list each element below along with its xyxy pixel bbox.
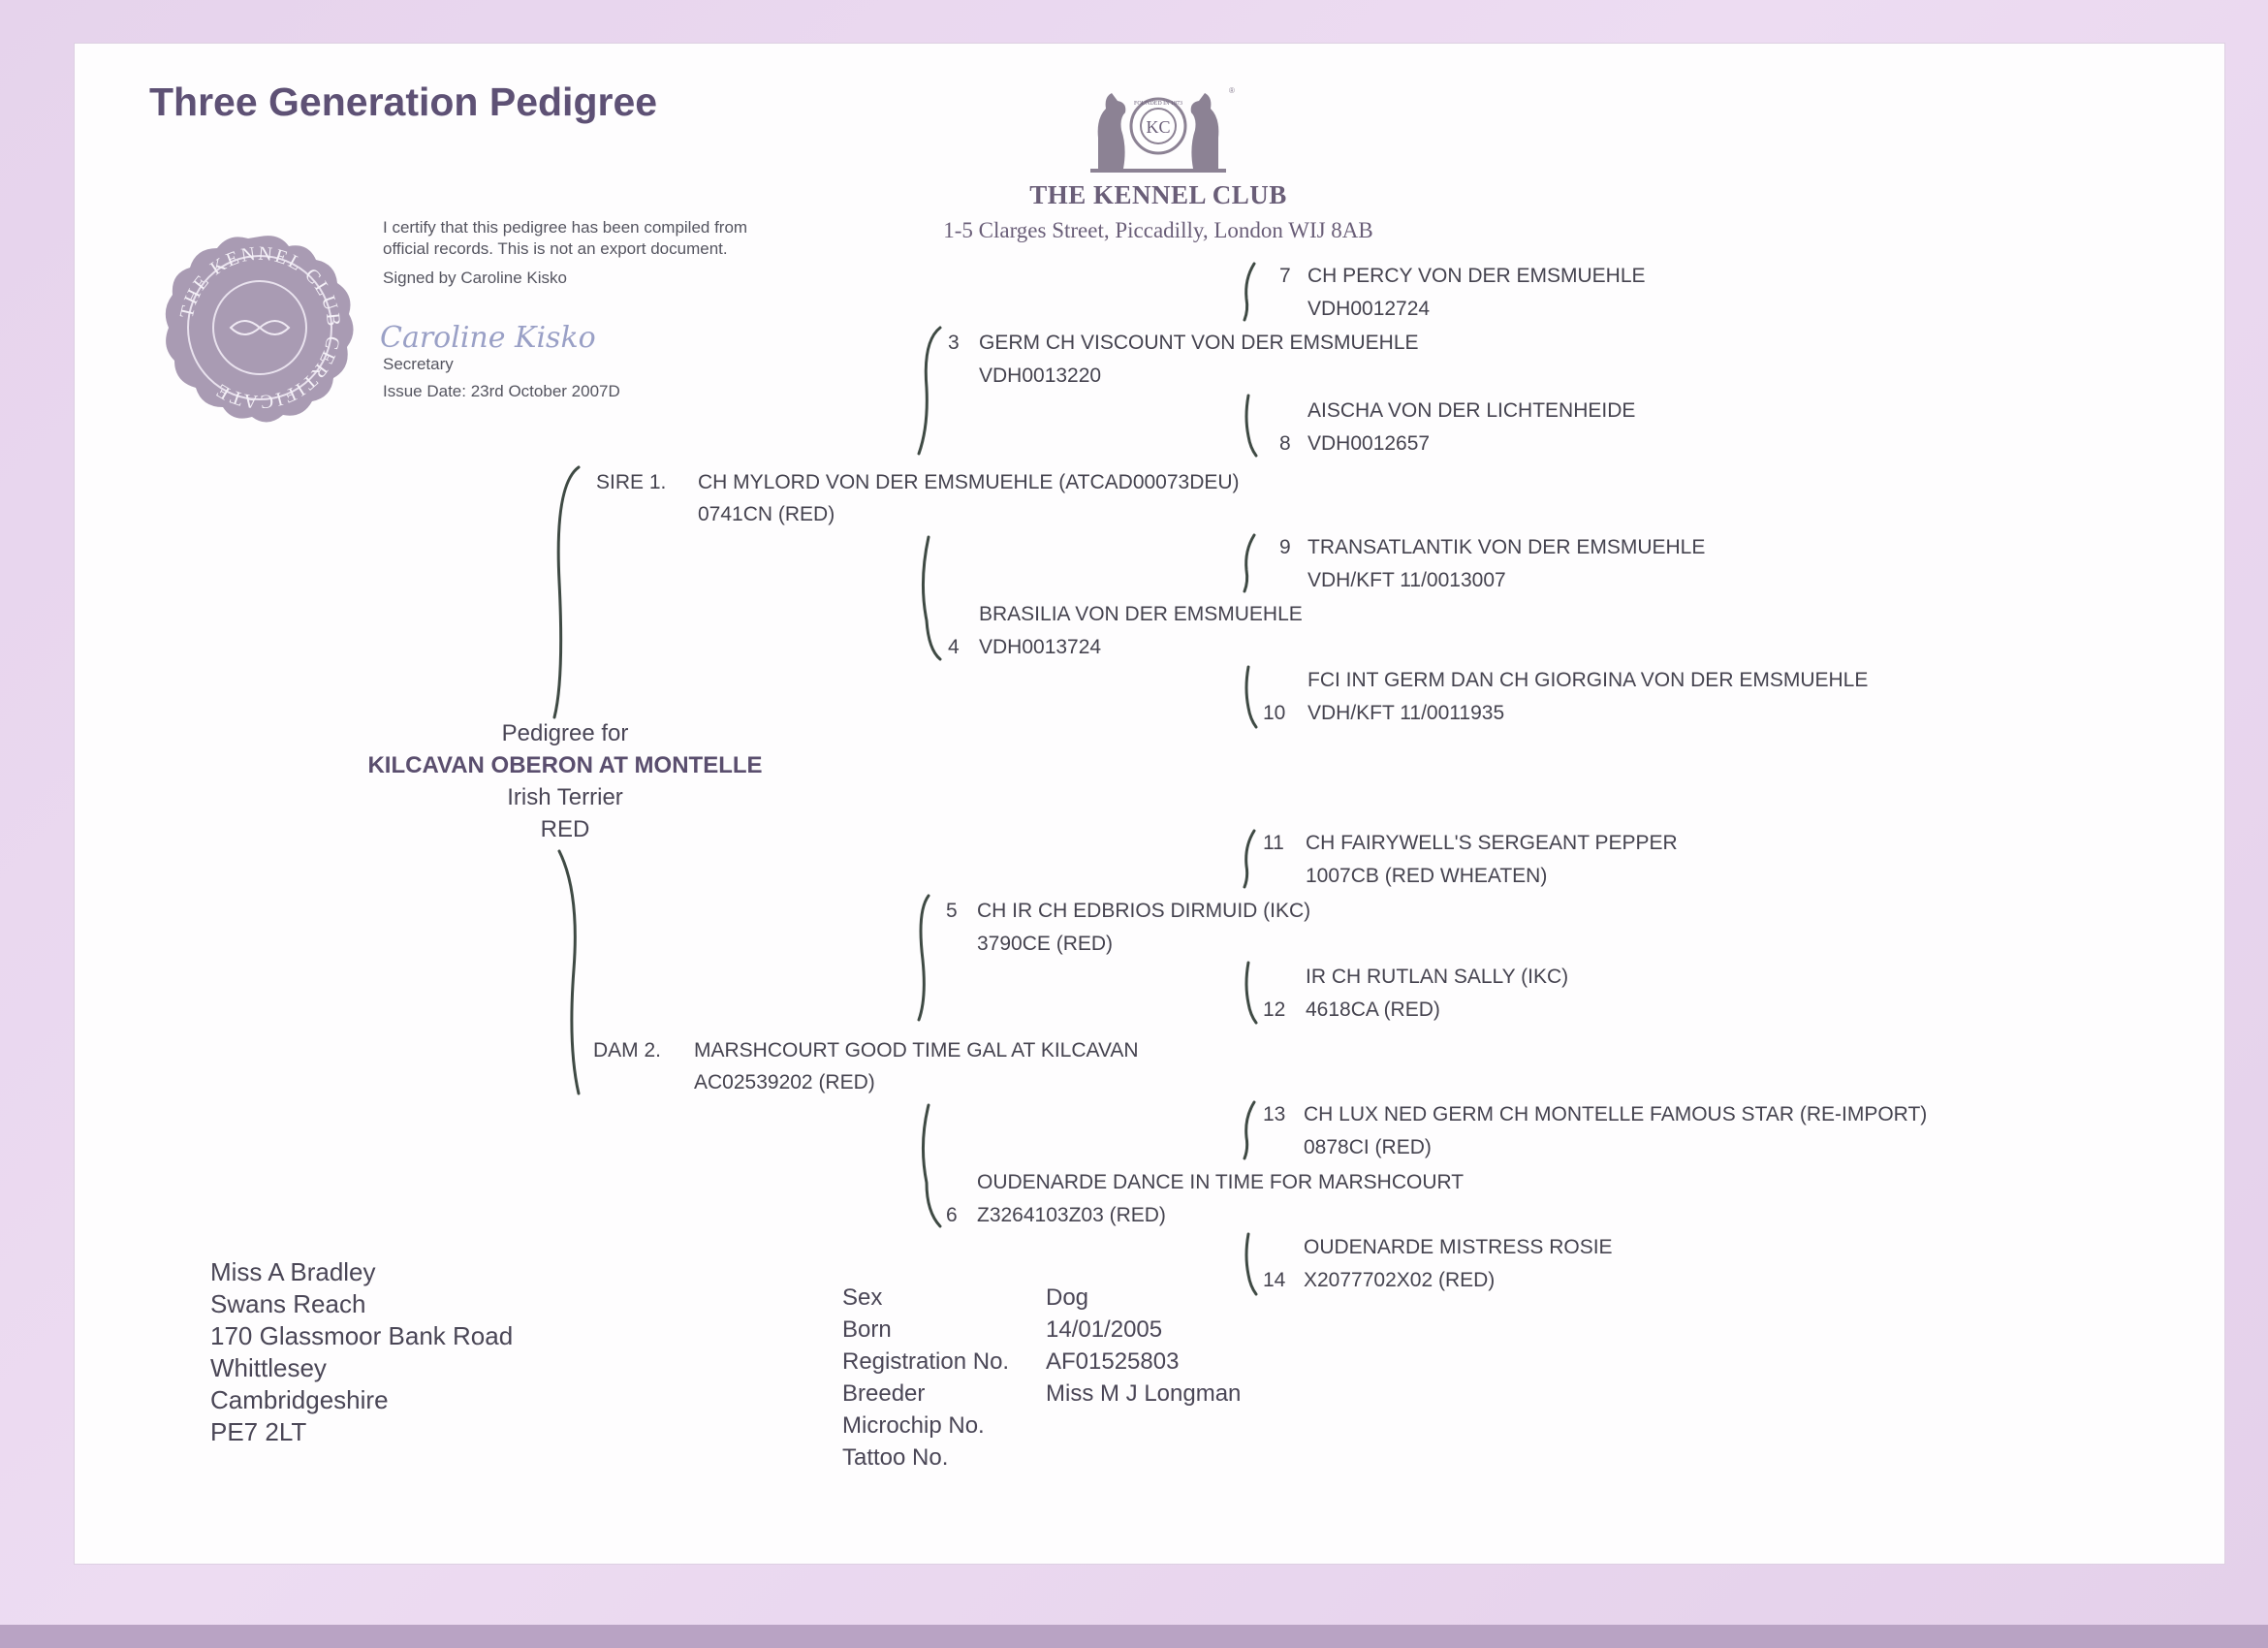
gen2-number: 4 [948, 636, 960, 658]
gen3-number: 13 [1263, 1103, 1286, 1125]
gen3-name: CH LUX NED GERM CH MONTELLE FAMOUS STAR … [1304, 1103, 1928, 1125]
gen3-name: AISCHA VON DER LICHTENHEIDE [1307, 399, 1636, 422]
gen2-name: GERM CH VISCOUNT VON DER EMSMUEHLE [979, 332, 1419, 354]
gen3-number: 10 [1263, 702, 1286, 724]
gen3-registration: VDH/KFT 11/0011935 [1307, 702, 1505, 724]
gen3-registration: VDH0012657 [1307, 432, 1431, 455]
gen3-registration: 0878CI (RED) [1304, 1136, 1432, 1158]
subject-name: KILCAVAN OBERON AT MONTELLE [367, 752, 763, 778]
owner-address-line: Cambridgeshire [210, 1385, 389, 1414]
gen3-registration: X2077702X02 (RED) [1304, 1269, 1496, 1291]
subject-breed: Irish Terrier [507, 784, 623, 810]
gen3-number: 8 [1279, 432, 1291, 455]
owner-address-line: 170 Glassmoor Bank Road [210, 1321, 514, 1350]
gen3-name: CH FAIRYWELL'S SERGEANT PEPPER [1306, 832, 1678, 854]
gen3-name: TRANSATLANTIK VON DER EMSMUEHLE [1307, 536, 1706, 558]
owner-address-line: Whittlesey [210, 1353, 327, 1382]
gen3-registration: 4618CA (RED) [1306, 998, 1440, 1021]
logo-ring-text: FOUNDED IN 1873 [1134, 101, 1182, 107]
signature-image: Caroline Kisko [380, 321, 596, 355]
dam-label: DAM 2. [593, 1039, 662, 1062]
signature-text: Caroline Kisko [380, 321, 596, 355]
gen2-number: 6 [946, 1204, 958, 1226]
gen3-number: 9 [1279, 536, 1291, 558]
owner-address-line: Swans Reach [210, 1289, 366, 1318]
gen3-registration: 1007CB (RED WHEATEN) [1306, 865, 1548, 887]
signatory-role: Secretary [383, 355, 454, 373]
owner-address: Miss A Bradley Swans Reach 170 Glassmoor… [210, 1256, 513, 1448]
scan-edge-strip [0, 1625, 2268, 1648]
cert-line-2: official records. This is not an export … [383, 239, 728, 258]
microchip-label: Microchip No. [842, 1412, 985, 1439]
subject-label: Pedigree for [501, 720, 629, 746]
gen3-registration: VDH0012724 [1307, 298, 1431, 320]
sire-registration: 0741CN (RED) [698, 503, 835, 525]
signed-by: Signed by Caroline Kisko [383, 269, 567, 287]
pedigree-subject: Pedigree for KILCAVAN OBERON AT MONTELLE… [291, 717, 839, 845]
document-title: Three Generation Pedigree [149, 79, 658, 124]
gen3-number: 12 [1263, 998, 1286, 1021]
registration-label: Registration No. [842, 1348, 1010, 1375]
sex-label: Sex [842, 1284, 883, 1311]
registration-value: AF01525803 [1046, 1348, 1180, 1375]
gen3-registration: VDH/KFT 11/0013007 [1307, 569, 1506, 591]
cert-line-1: I certify that this pedigree has been co… [383, 218, 748, 237]
subject-colour: RED [540, 816, 590, 842]
kennel-club-address: 1-5 Clarges Street, Piccadilly, London W… [943, 218, 1373, 242]
gen2-number: 3 [948, 332, 960, 354]
document-page [74, 43, 2225, 1565]
certificate-seal-icon: THE KENNEL CLUB CERTIFICATE [165, 236, 354, 423]
gen2-name: BRASILIA VON DER EMSMUEHLE [979, 603, 1303, 625]
gen2-registration: VDH0013220 [979, 364, 1102, 387]
dog-details: Sex Dog Born 14/01/2005 Registration No. AF… [842, 1282, 1241, 1474]
breeder-value: Miss M J Longman [1046, 1380, 1242, 1407]
gen3-number: 7 [1279, 265, 1291, 287]
gen3-name: FCI INT GERM DAN CH GIORGINA VON DER EMS… [1307, 669, 1869, 691]
svg-text:®: ® [1229, 86, 1235, 95]
sire-name: CH MYLORD VON DER EMSMUEHLE (ATCAD00073D… [698, 471, 1240, 493]
logo-kc-text: KC [1146, 117, 1170, 137]
dam-registration: AC02539202 (RED) [694, 1071, 875, 1093]
owner-postcode: PE7 2LT [210, 1417, 307, 1446]
gen3-name: OUDENARDE MISTRESS ROSIE [1304, 1236, 1613, 1258]
gen2-name: CH IR CH EDBRIOS DIRMUID (IKC) [977, 900, 1311, 922]
tattoo-label: Tattoo No. [842, 1444, 949, 1471]
gen3-number: 14 [1263, 1269, 1286, 1291]
certification-statement: I certify that this pedigree has been co… [383, 217, 747, 289]
sex-value: Dog [1046, 1284, 1089, 1311]
gen2-registration: Z3264103Z03 (RED) [977, 1204, 1166, 1226]
breeder-label: Breeder [842, 1380, 926, 1407]
born-value: 14/01/2005 [1046, 1316, 1163, 1343]
gen2-registration: VDH0013724 [979, 636, 1102, 658]
gen3-name: IR CH RUTLAN SALLY (IKC) [1306, 966, 1569, 988]
gen3-number: 11 [1263, 832, 1284, 854]
issue-date: Issue Date: 23rd October 2007D [383, 382, 620, 400]
owner-name: Miss A Bradley [210, 1257, 376, 1286]
gen2-registration: 3790CE (RED) [977, 933, 1114, 955]
kennel-club-name: THE KENNEL CLUB [1029, 180, 1287, 209]
gen2-name: OUDENARDE DANCE IN TIME FOR MARSHCOURT [977, 1171, 1465, 1193]
born-label: Born [842, 1316, 892, 1343]
kennel-club-logo-icon: KC FOUNDED IN 1873 ® [1090, 86, 1235, 173]
gen2-number: 5 [946, 900, 958, 922]
gen3-name: CH PERCY VON DER EMSMUEHLE [1307, 265, 1646, 287]
dam-name: MARSHCOURT GOOD TIME GAL AT KILCAVAN [694, 1039, 1139, 1062]
sire-label: SIRE 1. [596, 471, 667, 493]
